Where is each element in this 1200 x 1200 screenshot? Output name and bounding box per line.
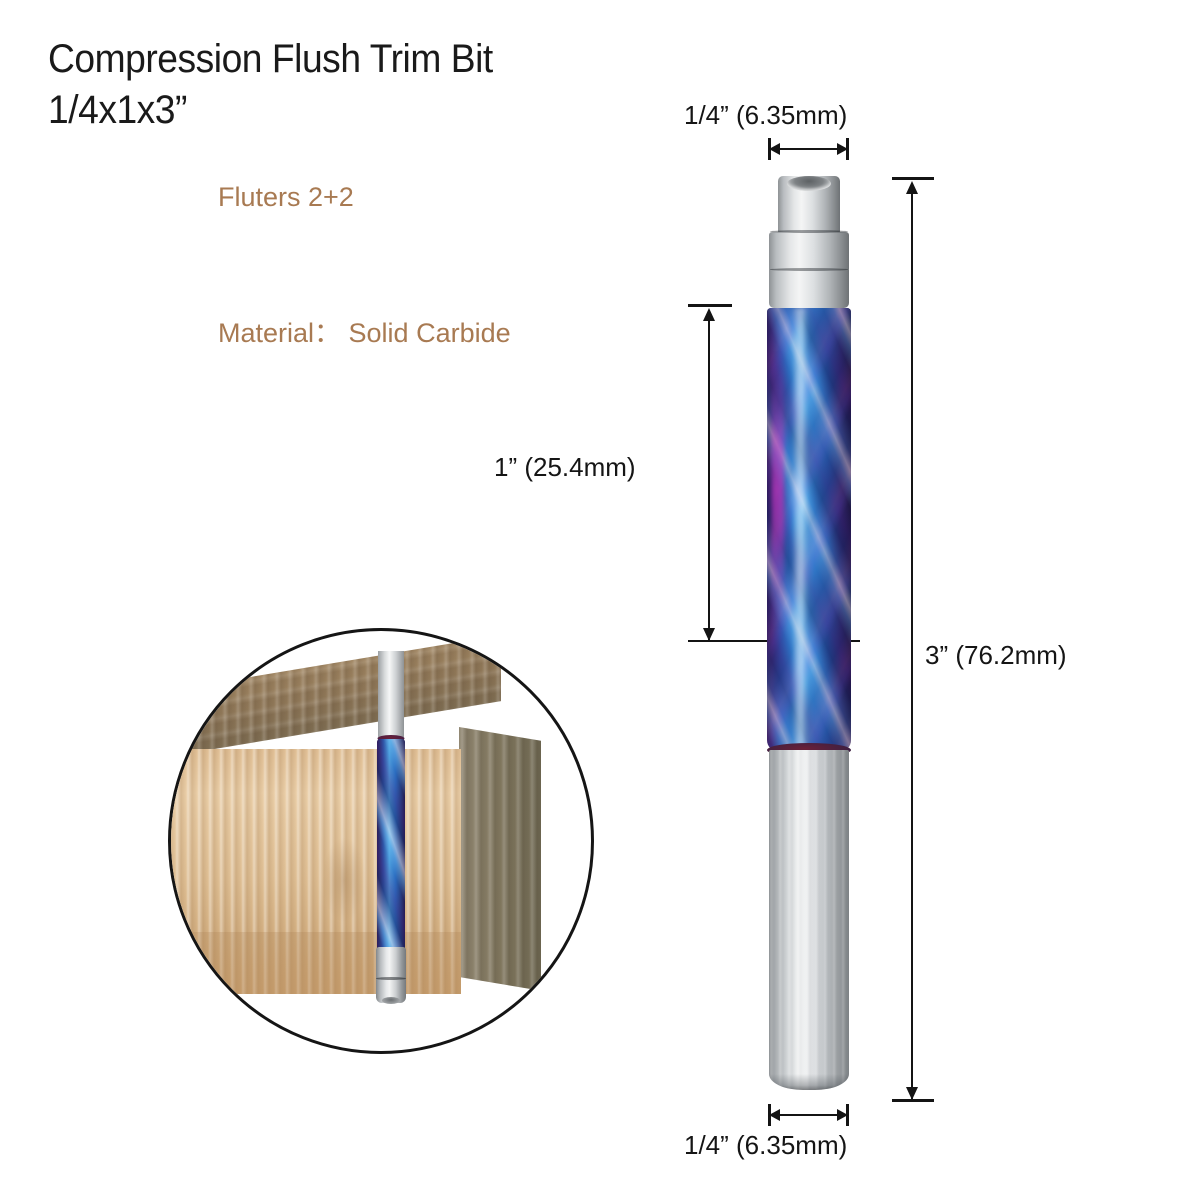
bearing-lower-ring bbox=[769, 270, 849, 308]
dimension-cut-arrowhead-top bbox=[703, 308, 715, 321]
dimension-top-arrowhead-right bbox=[837, 143, 848, 155]
bearing-bore-hole bbox=[787, 176, 831, 191]
dimension-shank-diameter-label: 1/4” (6.35mm) bbox=[684, 1130, 848, 1160]
router-bit-illustration bbox=[766, 168, 852, 1098]
shank-end-shadow bbox=[769, 1074, 849, 1090]
dimension-total-line bbox=[911, 186, 913, 1101]
dimension-total-arrowhead-top bbox=[906, 181, 918, 194]
inset-bit-bearing-bore bbox=[382, 997, 400, 1004]
spec-flutes: Fluters 2+2 bbox=[218, 182, 354, 212]
dimension-bottom-arrow-line bbox=[770, 1114, 846, 1116]
flute-specular-highlight bbox=[792, 308, 809, 752]
inset-router-bit bbox=[374, 651, 408, 1021]
inset-bit-bearing bbox=[376, 947, 406, 1003]
inset-flute-spiral-pattern bbox=[377, 739, 405, 951]
dimension-cut-line bbox=[708, 313, 710, 641]
wood-grain-side bbox=[459, 727, 541, 991]
inset-bit-spiral-flute bbox=[377, 739, 405, 951]
dimension-total-tick-top bbox=[892, 177, 934, 180]
inset-bit-coating-ring bbox=[377, 735, 405, 742]
wood-block-side-face bbox=[459, 727, 541, 991]
wood-grain-top bbox=[171, 635, 501, 763]
spec-material: Material： Solid Carbide bbox=[218, 318, 511, 348]
spiral-flute-body bbox=[767, 308, 851, 752]
wood-lower-band bbox=[171, 932, 461, 994]
dimension-top-arrow-line bbox=[770, 148, 846, 150]
inset-bit-bearing-seam bbox=[376, 977, 406, 980]
dimension-cut-arrowhead-bottom bbox=[703, 628, 715, 641]
inset-application-illustration bbox=[168, 628, 594, 1054]
flute-magenta-highlight bbox=[772, 352, 785, 628]
wood-block-top-face bbox=[171, 635, 501, 763]
wood-knot bbox=[322, 837, 367, 924]
dimension-overall-length-label: 3” (76.2mm) bbox=[925, 640, 1067, 670]
dimension-top-diameter-label: 1/4” (6.35mm) bbox=[684, 100, 848, 130]
inset-bit-shank bbox=[378, 651, 404, 737]
dimension-bottom-arrowhead-right bbox=[837, 1109, 848, 1121]
bearing-middle-ring bbox=[769, 232, 849, 272]
dimension-cut-tick-top bbox=[688, 304, 732, 307]
product-title: Compression Flush Trim Bit 1/4x1x3” bbox=[48, 34, 748, 136]
dimension-total-arrowhead-bottom bbox=[906, 1087, 918, 1100]
product-title-line-2: 1/4x1x3” bbox=[48, 88, 187, 133]
dimension-bottom-arrowhead-left bbox=[769, 1109, 780, 1121]
bearing-seam-upper bbox=[770, 230, 848, 233]
product-title-line-1: Compression Flush Trim Bit bbox=[48, 37, 493, 81]
dimension-total-tick-bottom bbox=[892, 1099, 934, 1102]
shank-brushed-texture bbox=[769, 750, 849, 1090]
wood-block-front-face bbox=[171, 749, 461, 994]
dimension-cutting-length-label: 1” (25.4mm) bbox=[494, 452, 636, 482]
bit-shank bbox=[769, 750, 849, 1090]
bearing-seam-lower bbox=[769, 268, 849, 271]
dimension-top-arrowhead-left bbox=[769, 143, 780, 155]
wood-grain-front bbox=[171, 749, 461, 994]
